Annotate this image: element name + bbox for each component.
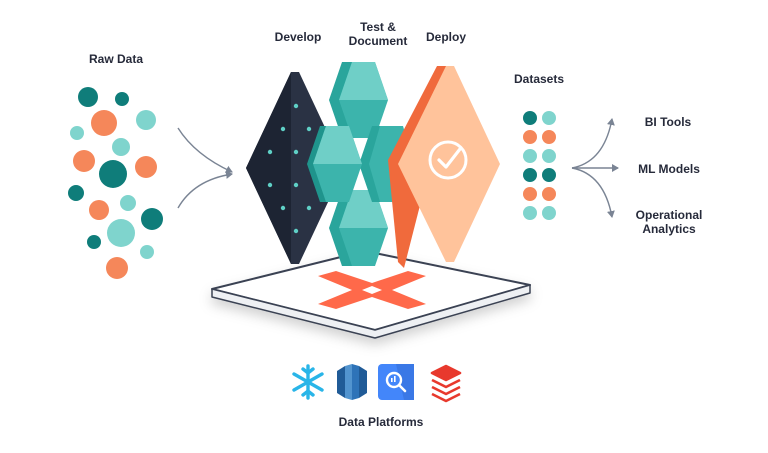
bubble [107, 219, 135, 247]
bubble [141, 208, 163, 230]
dataset-dot [523, 130, 537, 144]
develop-block [246, 72, 344, 264]
dataset-dot [523, 168, 537, 182]
datasets-grid [523, 111, 556, 220]
dataset-dot [542, 111, 556, 125]
dataset-dot [523, 111, 537, 125]
snowflake-icon [292, 364, 324, 400]
develop-label: Develop [274, 30, 322, 44]
dataset-dot [523, 187, 537, 201]
databricks-icon [430, 364, 462, 403]
raw-data-label: Raw Data [88, 52, 144, 66]
datasets-label: Datasets [513, 72, 565, 86]
bubble [70, 126, 84, 140]
arrow-raw-top [177, 127, 233, 174]
bubble [73, 150, 95, 172]
redshift-icon [337, 364, 367, 400]
bi-tools-label: BI Tools [644, 115, 692, 129]
arrow-raw-bottom [177, 170, 233, 209]
dbt-logo-icon [318, 271, 426, 309]
bubble [99, 160, 127, 188]
arrow-bi-tools [571, 118, 615, 169]
arrow-operational-analytics [571, 167, 615, 218]
dataset-dot [542, 149, 556, 163]
dataset-dot [542, 206, 556, 220]
check-circle-icon [428, 140, 468, 180]
dataset-dot [523, 206, 537, 220]
bubble [115, 92, 129, 106]
bubble [112, 138, 130, 156]
bubble [87, 235, 101, 249]
dataset-dot [542, 187, 556, 201]
dataset-dot [523, 149, 537, 163]
dataset-dot [542, 130, 556, 144]
teal-hex-top [329, 62, 388, 138]
bubble [120, 195, 136, 211]
bubble [78, 87, 98, 107]
deploy-label: Deploy [425, 30, 466, 44]
test-document-block [307, 62, 414, 266]
test-document-label: Test & Document [348, 20, 408, 48]
data-platforms-label: Data Platforms [338, 415, 424, 429]
bubble [91, 110, 117, 136]
bubble [68, 185, 84, 201]
bubble [106, 257, 128, 279]
bubble [135, 156, 157, 178]
bubble [136, 110, 156, 130]
bubble [89, 200, 109, 220]
bigquery-icon [378, 364, 414, 400]
bubble [140, 245, 154, 259]
ml-models-label: ML Models [638, 162, 700, 176]
dataset-dot [542, 168, 556, 182]
operational-analytics-label: Operational Analytics [635, 208, 703, 236]
raw-data-bubbles [68, 87, 163, 279]
teal-hex-left [307, 126, 362, 202]
deploy-block [388, 66, 500, 268]
